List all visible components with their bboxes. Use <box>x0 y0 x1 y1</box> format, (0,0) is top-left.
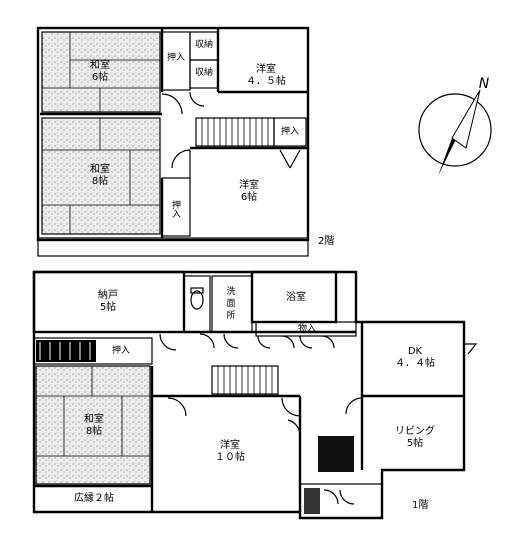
upper-oshiire-side-label: 押入 <box>170 200 180 218</box>
upper-washitsu6-label: 和室 6帖 <box>90 60 110 83</box>
upper-balcony <box>37 237 309 257</box>
lower-floor <box>32 270 478 520</box>
lower-dk-label: DK ４．４帖 <box>395 346 435 369</box>
upper-floor <box>36 26 310 257</box>
compass-north-label: N <box>478 76 490 92</box>
lower-oshiire-label: 押入 <box>111 346 130 356</box>
upper-shuno1-label: 収納 <box>194 40 213 50</box>
lower-washitsu8-area <box>35 365 151 485</box>
lower-nando-label: 納戸 5帖 <box>98 290 118 313</box>
upper-washitsu8-area <box>41 117 161 235</box>
upper-stairs <box>195 117 275 147</box>
lower-yokushitsu-label: 浴室 <box>286 292 306 303</box>
lower-monoire-label: 物入 <box>297 324 316 334</box>
upper-oshiire-top-label: 押入 <box>166 53 185 63</box>
compass-rose <box>418 89 492 176</box>
entrance-floor <box>318 436 354 472</box>
upper-oshiire-right-label: 押入 <box>280 127 299 137</box>
lower-stairs <box>211 365 279 395</box>
upper-outer-wall <box>36 26 310 242</box>
lower-hiroen-label: 広縁２帖 <box>74 493 114 504</box>
lower-washitsu8-label: 和室 8帖 <box>84 414 104 437</box>
upper-shuno2-label: 収納 <box>194 68 213 78</box>
upper-washitsu6-area <box>41 31 161 113</box>
lower-floor-label: 1階 <box>412 500 429 511</box>
lower-senmenjo-label: 洗 面 所 <box>226 287 236 321</box>
lower-youshitsu10-label: 洋室 １０帖 <box>215 440 245 463</box>
upper-floor-label: 2階 <box>318 236 335 247</box>
lower-living-label: リビング 5帖 <box>395 426 435 449</box>
upper-youshitsu45-label: 洋室 ４．５帖 <box>246 64 286 87</box>
upper-washitsu8-label: 和室 8帖 <box>90 164 110 187</box>
upper-youshitsu6-label: 洋室 6帖 <box>239 180 259 203</box>
